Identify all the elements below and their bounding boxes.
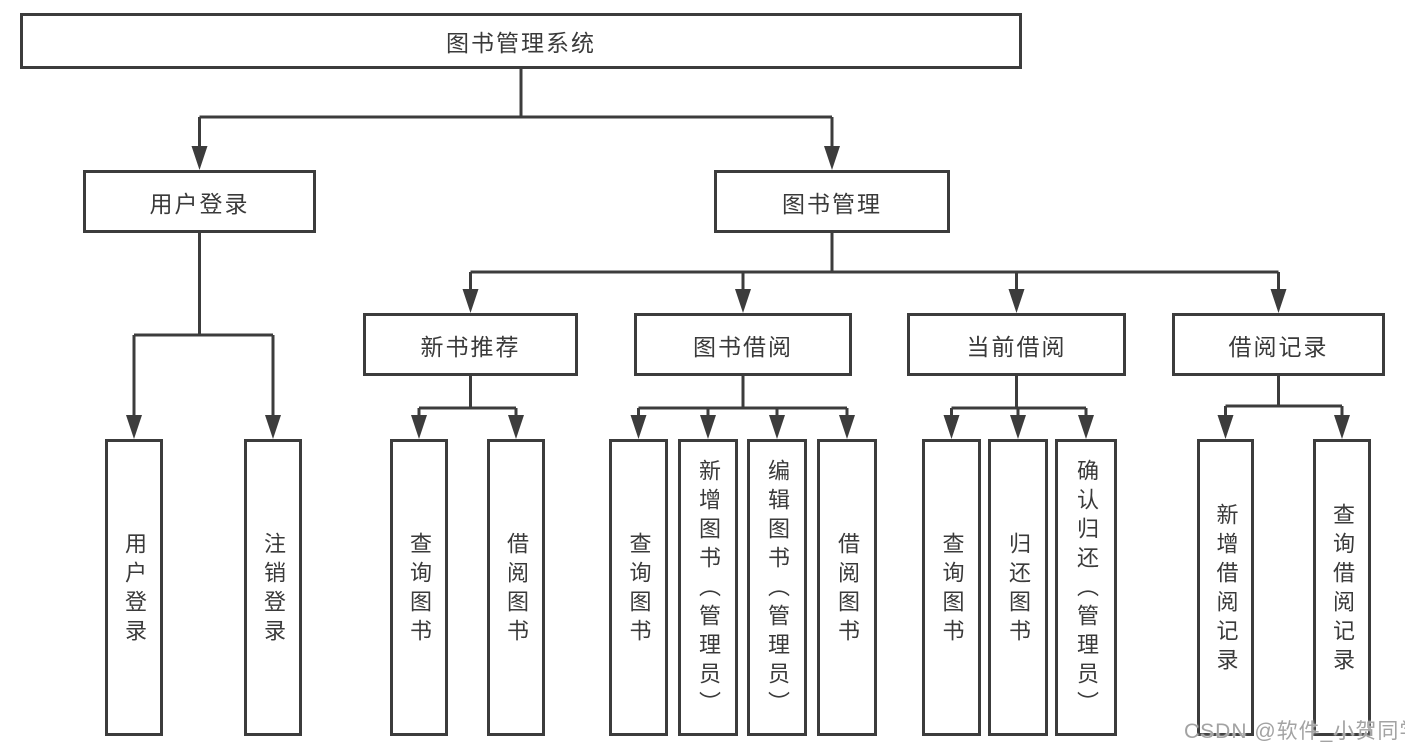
leaf-add-borrow-record: 新增借阅记录 — [1197, 439, 1254, 736]
node-root-system: 图书管理系统 — [20, 13, 1022, 69]
leaf-query-borrow-record: 查询借阅记录 — [1313, 439, 1371, 736]
leaf-borrow-book-newbook: 借阅图书 — [487, 439, 545, 736]
leaf-query-book-borrow: 查询图书 — [609, 439, 668, 736]
node-book-management: 图书管理 — [714, 170, 950, 233]
leaf-logout-login: 注销登录 — [244, 439, 302, 736]
node-user-login: 用户登录 — [83, 170, 316, 233]
leaf-query-book-newbook: 查询图书 — [390, 439, 448, 736]
watermark-text: CSDN @软件_小贺同学 — [1184, 720, 1405, 743]
node-current-borrow: 当前借阅 — [907, 313, 1126, 376]
leaf-add-book-admin: 新增图书（管理员） — [678, 439, 738, 736]
leaf-query-book-current: 查询图书 — [922, 439, 981, 736]
leaf-return-book: 归还图书 — [988, 439, 1048, 736]
leaf-edit-book-admin: 编辑图书（管理员） — [747, 439, 807, 736]
node-book-borrow: 图书借阅 — [634, 313, 852, 376]
leaf-user-login: 用户登录 — [105, 439, 163, 736]
node-new-book-recommend: 新书推荐 — [363, 313, 578, 376]
leaf-borrow-book: 借阅图书 — [817, 439, 877, 736]
node-borrow-record: 借阅记录 — [1172, 313, 1385, 376]
leaf-confirm-return-admin: 确认归还（管理员） — [1055, 439, 1117, 736]
